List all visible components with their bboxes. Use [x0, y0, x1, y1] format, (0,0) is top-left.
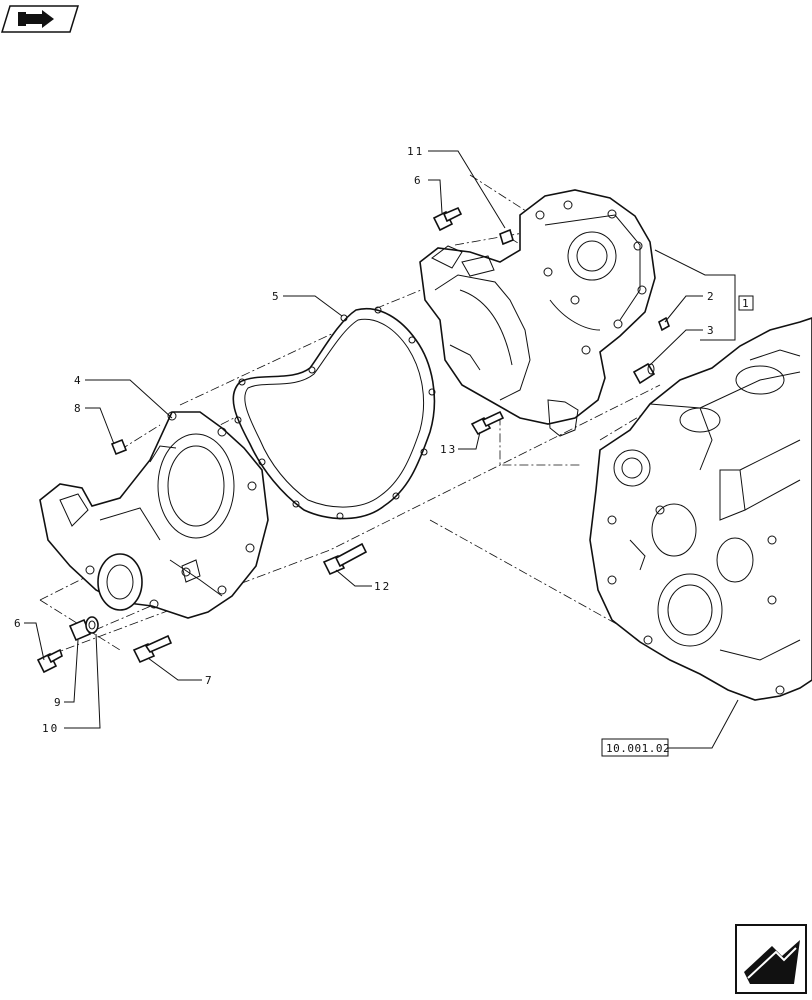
next-page-arrow-icon[interactable]: [735, 924, 807, 994]
front-timing-cover: [39, 411, 269, 619]
drain-plug-9: [68, 618, 92, 642]
callout-leaders: [24, 150, 739, 749]
bolt-13: [470, 410, 505, 436]
bolt-8: [110, 438, 128, 456]
callout-11: 11: [407, 145, 424, 158]
callout-4: 4: [74, 374, 81, 387]
dowel-pin: [658, 316, 670, 332]
bolt-6-top: [432, 206, 463, 232]
bolt-7: [132, 634, 173, 664]
engine-block: [589, 317, 812, 701]
callout-10: 10: [42, 722, 59, 735]
callout-9: 9: [54, 696, 61, 709]
callout-13: 13: [440, 443, 457, 456]
callout-7: 7: [205, 674, 212, 687]
callout-8: 8: [74, 402, 81, 415]
bolt-6-bottom: [36, 648, 63, 674]
callout-1: 1: [742, 297, 749, 310]
callout-labels: 11 6 1 2 3 5 4 8 13 12 7 6 9 10 10.001.0…: [14, 145, 754, 757]
timing-gear-housing: [419, 189, 656, 437]
callout-3: 3: [707, 324, 714, 337]
callout-12: 12: [374, 580, 391, 593]
callout-6-bottom: 6: [14, 617, 21, 630]
bolt-12-long: [322, 542, 368, 576]
callout-5: 5: [272, 290, 279, 303]
reference-box[interactable]: [601, 738, 669, 757]
bolt-11-sleeve: [499, 228, 514, 246]
callout-2: 2: [707, 290, 714, 303]
reference-label[interactable]: 10.001.02: [606, 742, 670, 755]
cover-gasket: [232, 306, 436, 520]
screw-plug: [632, 362, 656, 385]
callout-6-top: 6: [414, 174, 421, 187]
sealing-ring-10: [85, 616, 99, 634]
book-arrow-icon[interactable]: [0, 5, 80, 33]
callout-1-box: [738, 295, 754, 311]
